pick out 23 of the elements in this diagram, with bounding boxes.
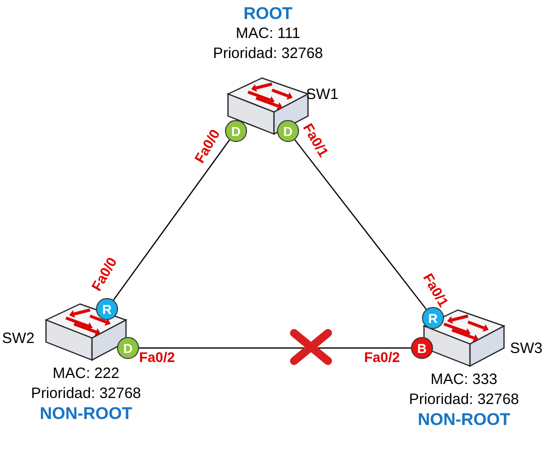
switch-info: MAC: 333: [430, 370, 498, 390]
role-label: NON-ROOT: [418, 410, 510, 430]
port-role-circle: B: [411, 337, 433, 359]
link-line: [139, 347, 411, 349]
port-role-circle: R: [422, 307, 444, 329]
port-role-circle: D: [117, 337, 139, 359]
switch-info: MAC: 111: [236, 24, 300, 44]
port-role-circle: D: [225, 120, 247, 142]
switch-info: Prioridad: 32768: [30, 384, 142, 404]
role-label: ROOT: [243, 4, 293, 24]
switch-name: SW2: [2, 330, 35, 347]
switch-name: SW3: [510, 340, 543, 357]
switch-name: SW1: [306, 86, 339, 103]
port-role-circle: R: [96, 298, 118, 320]
role-label: NON-ROOT: [40, 404, 132, 424]
port-role-circle: D: [277, 120, 299, 142]
port-label: Fa0/2: [139, 349, 175, 365]
link-line: [112, 140, 230, 300]
switch-info: Prioridad: 32768: [212, 44, 324, 64]
switch-info: Prioridad: 32768: [408, 390, 520, 410]
link-line: [294, 139, 427, 310]
port-label: Fa0/2: [364, 349, 400, 365]
switch-info: MAC: 222: [52, 364, 120, 384]
